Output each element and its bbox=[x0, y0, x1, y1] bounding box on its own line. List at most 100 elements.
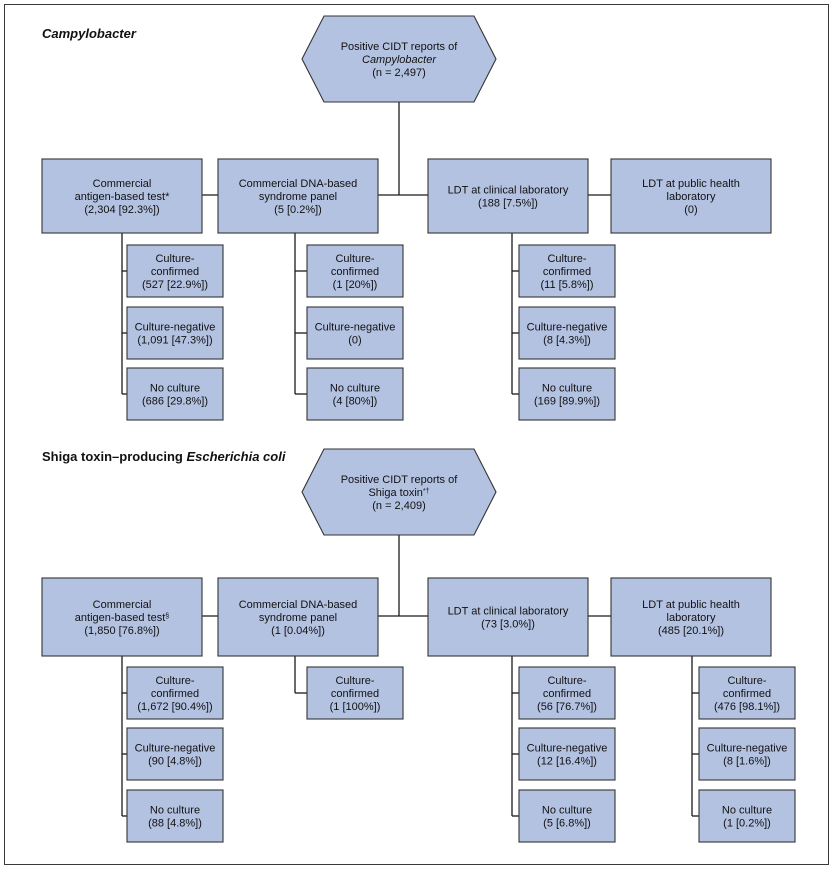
outcome-box bbox=[126, 727, 224, 781]
outcome-label-line: Culture- bbox=[155, 675, 194, 687]
outcome-label-line: (56 [76.7%]) bbox=[537, 701, 597, 713]
root-node-line: Shiga toxin*† bbox=[368, 487, 429, 499]
outcome-node: Culture-negative(0) bbox=[295, 306, 404, 360]
outcome-box bbox=[518, 666, 616, 720]
outcome-label-line: (527 [22.9%]) bbox=[142, 279, 208, 291]
outcome-label-line: Culture- bbox=[335, 675, 374, 687]
category-label-line: Commercial bbox=[93, 599, 152, 611]
outcome-box bbox=[518, 244, 616, 298]
category-label-line: (73 [3.0%]) bbox=[481, 619, 535, 631]
outcome-node: Culture-negative(8 [4.3%]) bbox=[512, 306, 616, 360]
outcome-label-line: (1 [20%]) bbox=[333, 279, 378, 291]
outcome-node: No culture(1 [0.2%]) bbox=[692, 789, 796, 843]
outcome-label-line: Culture- bbox=[335, 253, 374, 265]
outcome-node: No culture(169 [89.9%]) bbox=[512, 367, 616, 421]
category-label-line: LDT at public health bbox=[642, 599, 740, 611]
outcome-label-line: Culture-negative bbox=[707, 743, 788, 755]
outcome-node: Culture-confirmed(476 [98.1%]) bbox=[692, 666, 796, 720]
category-box bbox=[427, 158, 589, 234]
category-box bbox=[610, 158, 772, 234]
category-label-line: (485 [20.1%]) bbox=[658, 625, 724, 637]
outcome-label-line: confirmed bbox=[543, 688, 591, 700]
category-label-line: syndrome panel bbox=[259, 191, 337, 203]
outcome-label-line: (686 [29.8%]) bbox=[142, 396, 208, 408]
outcome-box bbox=[126, 244, 224, 298]
category-label-line: Commercial bbox=[93, 178, 152, 190]
outcome-label-line: (169 [89.9%]) bbox=[534, 396, 600, 408]
category-box bbox=[610, 577, 772, 657]
outcome-node: Culture-negative(1,091 [47.3%]) bbox=[122, 306, 224, 360]
outcome-node: No culture(4 [80%]) bbox=[295, 367, 404, 421]
category-ldt-clinical: LDT at clinical laboratory(188 [7.5%])Cu… bbox=[427, 158, 616, 421]
outcome-box bbox=[518, 367, 616, 421]
category-label-line: (5 [0.2%]) bbox=[274, 204, 322, 216]
category-ldt-clinical: LDT at clinical laboratory(73 [3.0%]) Cul… bbox=[427, 577, 616, 843]
outcome-label-line: Culture- bbox=[547, 675, 586, 687]
outcome-box bbox=[126, 306, 224, 360]
outcome-label-line: Culture- bbox=[727, 675, 766, 687]
outcome-label-line: (1,672 [90.4%]) bbox=[137, 701, 212, 713]
outcome-label-line: Culture-negative bbox=[135, 743, 216, 755]
outcome-node: Culture-negative(12 [16.4%]) bbox=[512, 727, 616, 781]
category-label-line: laboratory bbox=[667, 191, 716, 203]
category-label-line: antigen-based test* bbox=[75, 191, 171, 203]
outcome-node: Culture-confirmed(56 [76.7%]) bbox=[512, 666, 616, 720]
root-node-line: Positive CIDT reports of bbox=[341, 41, 459, 53]
outcome-box bbox=[698, 727, 796, 781]
figure-frame bbox=[4, 4, 829, 865]
outcome-box bbox=[698, 789, 796, 843]
outcome-label-line: confirmed bbox=[151, 266, 199, 278]
outcome-label-line: Culture- bbox=[547, 253, 586, 265]
outcome-label-line: confirmed bbox=[543, 266, 591, 278]
outcome-box bbox=[306, 666, 404, 720]
outcome-label-line: No culture bbox=[542, 805, 592, 817]
category-box bbox=[217, 577, 379, 657]
root-node-line: Positive CIDT reports of bbox=[341, 474, 459, 486]
category-label-line: laboratory bbox=[667, 612, 716, 624]
outcome-node: No culture(88 [4.8%]) bbox=[122, 789, 224, 843]
outcome-label-line: (1 [0.2%]) bbox=[723, 818, 771, 830]
category-label-line: LDT at public health bbox=[642, 178, 740, 190]
outcome-label-line: (11 [5.8%]) bbox=[541, 279, 594, 291]
outcome-label-line: confirmed bbox=[723, 688, 771, 700]
category-box bbox=[427, 577, 589, 657]
outcome-box bbox=[126, 367, 224, 421]
outcome-label-line: Culture-negative bbox=[527, 322, 608, 334]
outcome-label-line: No culture bbox=[150, 805, 200, 817]
category-box bbox=[41, 577, 203, 657]
category-label-line: Commercial DNA-based bbox=[239, 178, 358, 190]
outcome-label-line: No culture bbox=[542, 383, 592, 395]
outcome-label-line: (12 [16.4%]) bbox=[537, 756, 597, 768]
outcome-label-line: (5 [6.8%]) bbox=[543, 818, 591, 830]
category-label-line: (1,850 [76.8%]) bbox=[84, 625, 159, 637]
outcome-box bbox=[126, 789, 224, 843]
outcome-box bbox=[698, 666, 796, 720]
outcome-node: No culture(5 [6.8%]) bbox=[512, 789, 616, 843]
outcome-label-line: Culture-negative bbox=[315, 322, 396, 334]
outcome-node: Culture-confirmed(11 [5.8%]) bbox=[512, 244, 616, 298]
outcome-label-line: (8 [1.6%]) bbox=[723, 756, 771, 768]
outcome-label-line: (1 [100%]) bbox=[330, 701, 381, 713]
section-stec: Shiga toxin–producing Escherichia coliPo… bbox=[41, 448, 796, 843]
root-hexagon bbox=[301, 448, 497, 536]
outcome-box bbox=[306, 306, 404, 360]
outcome-box bbox=[518, 727, 616, 781]
outcome-label-line: (4 [80%]) bbox=[333, 396, 378, 408]
outcome-node: Culture-confirmed(1 [100%]) bbox=[295, 666, 404, 720]
outcome-label-line: Culture-negative bbox=[135, 322, 216, 334]
outcome-label-line: confirmed bbox=[331, 266, 379, 278]
outcome-label-line: Culture- bbox=[155, 253, 194, 265]
category-label-line: LDT at clinical laboratory bbox=[448, 606, 569, 618]
outcome-box bbox=[518, 789, 616, 843]
root-node: Positive CIDT reports ofCampylobacter(n … bbox=[301, 15, 497, 103]
outcome-label-line: Culture-negative bbox=[527, 743, 608, 755]
category-label-line: (188 [7.5%]) bbox=[478, 198, 538, 210]
outcome-label-line: No culture bbox=[722, 805, 772, 817]
outcome-box bbox=[306, 244, 404, 298]
root-node-line: Campylobacter bbox=[362, 54, 437, 66]
